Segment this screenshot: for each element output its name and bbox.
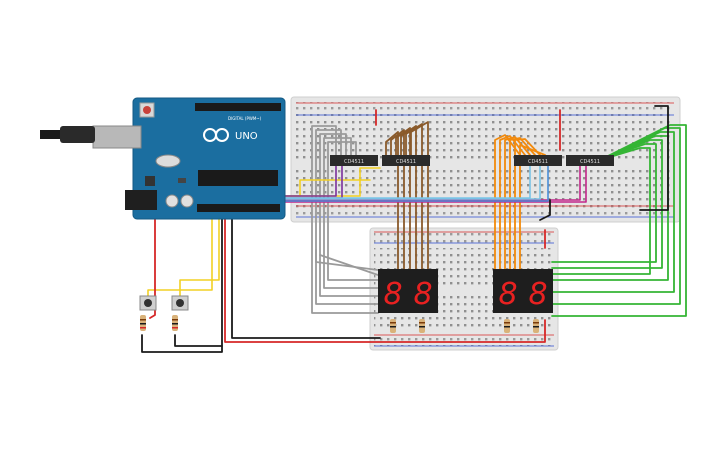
- chip-label: CD4511: [396, 159, 416, 165]
- resistors: [390, 319, 539, 333]
- resistor[interactable]: [504, 319, 510, 333]
- breadboard-large[interactable]: [290, 96, 681, 223]
- pushbuttons: [139, 295, 189, 331]
- resistor[interactable]: [390, 319, 396, 333]
- usb-plug-icon: [40, 130, 62, 139]
- red-wires: [149, 109, 561, 343]
- pushbutton[interactable]: [171, 295, 189, 311]
- chip-cd4511[interactable]: CD4511: [566, 155, 614, 166]
- chip-label: CD4511: [344, 159, 364, 165]
- display-left[interactable]: 8 8: [378, 269, 438, 313]
- green-wires: [551, 124, 687, 317]
- chip-cd4511[interactable]: CD4511: [382, 155, 430, 166]
- digit: 8: [383, 277, 402, 312]
- chip-cd4511[interactable]: CD4511: [330, 155, 378, 166]
- display-right[interactable]: 8 8: [493, 269, 553, 313]
- orange-wires: [494, 134, 546, 271]
- chip-label: CD4511: [528, 159, 548, 165]
- digit: 8: [498, 277, 517, 312]
- pushbutton[interactable]: [139, 295, 157, 311]
- decoder-chips: CD4511 CD4511 CD4511 CD4511: [330, 155, 614, 166]
- power-header: [197, 204, 280, 212]
- seven-segment-displays: 8 8 8 8: [378, 269, 553, 313]
- resistor[interactable]: [172, 315, 178, 331]
- power-jack: [125, 190, 157, 210]
- arduino-logo-icon: [203, 128, 229, 142]
- black-wires: [141, 105, 669, 353]
- resistor[interactable]: [419, 319, 425, 333]
- digit: 8: [413, 277, 432, 312]
- digital-header: [195, 103, 281, 111]
- resistor[interactable]: [533, 319, 539, 333]
- header-label: DIGITAL (PWM~): [228, 116, 262, 121]
- resistor[interactable]: [140, 315, 146, 331]
- brand-text: UNO: [235, 131, 258, 142]
- arduino-uno[interactable]: UNO DIGITAL (PWM~): [40, 97, 286, 220]
- chip-cd4511[interactable]: CD4511: [514, 155, 562, 166]
- gray-wires: [311, 125, 379, 314]
- chip-label: CD4511: [580, 159, 600, 165]
- digit: 8: [528, 277, 547, 312]
- usb-connector: [92, 125, 142, 149]
- atmega-chip: [198, 170, 278, 186]
